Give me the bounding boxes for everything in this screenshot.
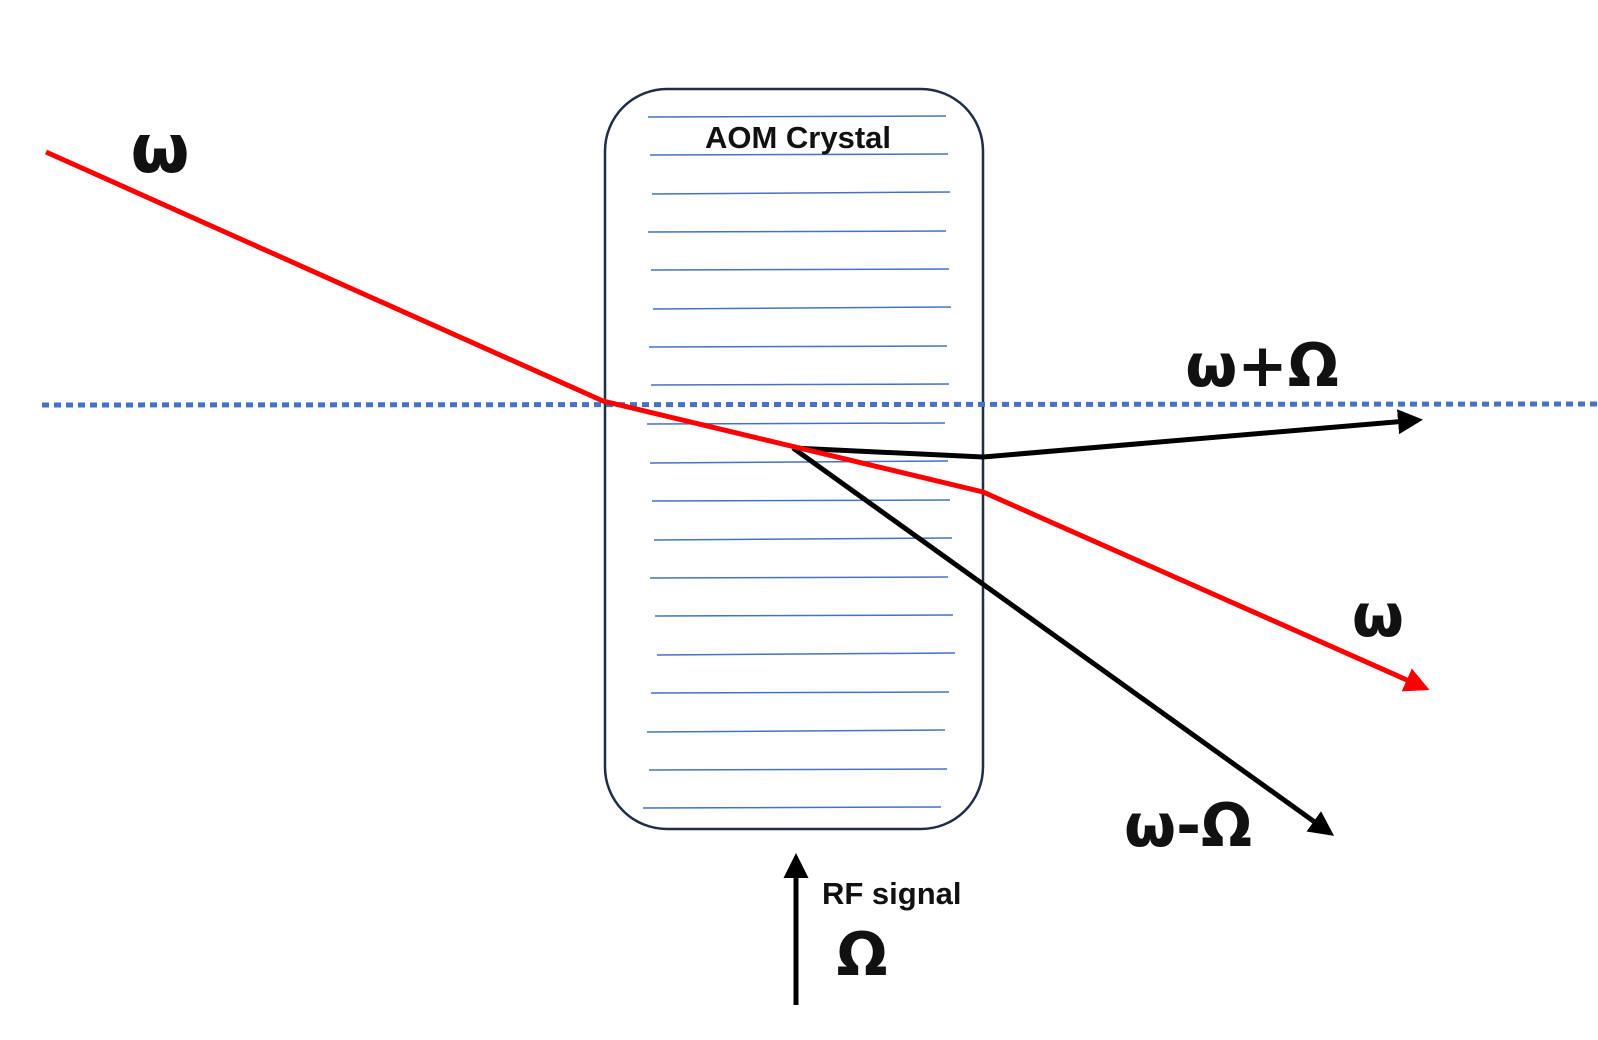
- input-beam-label: ω: [130, 110, 189, 189]
- up-shifted-label: ω+Ω: [1185, 331, 1338, 401]
- wavefront-line: [650, 691, 950, 694]
- wavefront-line: [647, 230, 947, 233]
- crystal-label: AOM Crystal: [705, 120, 891, 155]
- wavefront-line: [653, 537, 953, 541]
- transmitted-beam-label: ω: [1352, 581, 1404, 651]
- wavefront-line: [652, 306, 952, 310]
- wavefront-line: [649, 576, 949, 579]
- acoustic-wavefronts: [642, 115, 956, 809]
- optical-axis: [41, 401, 1598, 408]
- input-transmitted-beam: [44, 149, 1430, 692]
- wavefront-line: [650, 268, 950, 271]
- down-shifted-label: ω-Ω: [1124, 791, 1252, 861]
- rf-frequency-label: Ω: [836, 920, 887, 990]
- wavefront-line: [651, 499, 951, 502]
- down-shifted-beam: [791, 445, 1335, 836]
- up-shifted-beam: [792, 409, 1423, 460]
- wavefront-line: [646, 729, 946, 733]
- wavefront-line: [654, 614, 954, 617]
- wavefront-line: [656, 652, 956, 656]
- wavefront-line: [642, 806, 942, 809]
- wavefront-line: [647, 115, 947, 118]
- wavefront-line: [648, 345, 948, 348]
- rf-signal-label: RF signal: [822, 876, 962, 911]
- wavefront-line: [649, 460, 949, 464]
- aom-crystal: [603, 87, 985, 831]
- wavefront-line: [649, 153, 949, 156]
- wavefront-line: [651, 191, 951, 195]
- wavefront-line: [648, 768, 948, 771]
- wavefront-line: [650, 383, 950, 386]
